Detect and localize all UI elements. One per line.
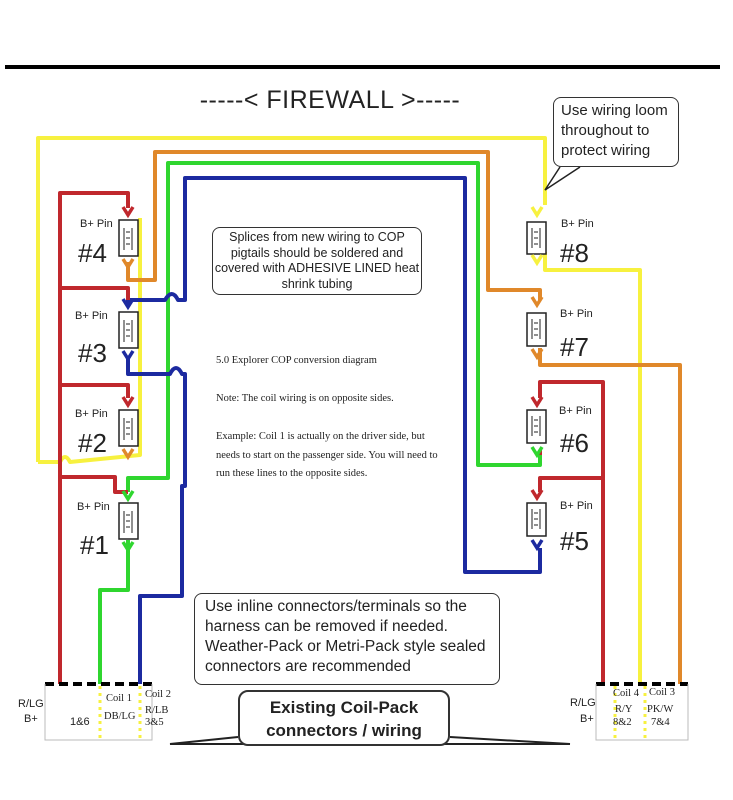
coil-6-label: #6: [560, 428, 589, 458]
coil-terminal-mark: [530, 348, 544, 361]
existing-coil-pack-label: Existing Coil-Pack connectors / wiring: [238, 690, 450, 746]
right-b-plus-label: B+: [580, 713, 594, 725]
coil-4-connector-cylinders: 8&2: [613, 717, 632, 728]
coil-4-b-plus-label: B+ Pin: [80, 218, 113, 230]
coil-terminal-mark: [530, 446, 544, 459]
coil-2-connector-color: R/LB: [145, 705, 169, 716]
coil-7-label: #7: [560, 332, 589, 362]
wire-blue: [126, 358, 187, 684]
coil-4-connector-color: R/Y: [615, 704, 633, 715]
coil-terminal-mark: [530, 296, 544, 309]
wire-red: [538, 476, 603, 492]
coil-2-connector-cylinders: 3&5: [145, 717, 164, 728]
coil-7-b-plus-label: B+ Pin: [560, 308, 593, 320]
coil-5-b-plus-label: B+ Pin: [560, 500, 593, 512]
coil-terminal-mark: [121, 541, 135, 554]
left-b-plus-label: B+: [24, 713, 38, 725]
coil-3-b-plus-label: B+ Pin: [75, 310, 108, 322]
wire-blue: [126, 176, 542, 574]
loom-callout: Use wiring loom throughout to protect wi…: [553, 97, 679, 167]
example-text: Example: Coil 1 is actually on the drive…: [216, 431, 438, 479]
coil-1-label: #1: [80, 530, 109, 560]
loom-pointer: [544, 166, 581, 191]
firewall-title: -----< FIREWALL >-----: [199, 86, 461, 114]
right-connector: [595, 682, 689, 741]
coil-terminal-mark: [530, 489, 544, 502]
note-text: Note: The coil wiring is on opposite sid…: [216, 393, 394, 404]
coil-terminal-mark: [530, 254, 544, 267]
coil-1-connector-color: DB/LG: [104, 711, 136, 722]
left-b-plus-color: R/LG: [18, 698, 44, 710]
wire-yellow: [36, 136, 547, 462]
coil-3-connector-title: Coil 3: [649, 687, 675, 698]
coil-1-connector-title: Coil 1: [106, 693, 132, 704]
coil-terminal-mark: [121, 298, 135, 311]
diagram-title: 5.0 Explorer COP conversion diagram: [216, 355, 377, 366]
splice-callout: Splices from new wiring to COP pigtails …: [212, 227, 422, 295]
coil-3-label: #3: [78, 338, 107, 368]
wire-red: [60, 383, 130, 398]
coil-terminal-mark: [530, 206, 544, 219]
left-connector: [44, 682, 153, 741]
coil-terminal-mark: [121, 350, 135, 363]
coil-4-connector-title: Coil 4: [613, 688, 639, 699]
coil-3-connector-color: PK/W: [647, 704, 674, 715]
wire-yellow: [543, 252, 642, 684]
inline-connector-callout: Use inline connectors/terminals so the h…: [194, 593, 500, 685]
coil-2-connector-title: Coil 2: [145, 689, 171, 700]
coil-terminal-mark: [530, 396, 544, 409]
wire-red: [60, 475, 128, 494]
coil-4-label: #4: [78, 238, 107, 268]
coil-8-label: #8: [560, 238, 589, 268]
wire-orange: [126, 150, 542, 300]
coil-6-b-plus-label: B+ Pin: [559, 405, 592, 417]
coil-terminal-mark: [121, 490, 135, 503]
coil-8-b-plus-label: B+ Pin: [561, 218, 594, 230]
coil-terminal-mark: [121, 396, 135, 409]
wire-red: [538, 380, 605, 684]
coil-terminal-mark: [121, 206, 135, 219]
coil-3-connector-cylinders: 7&4: [651, 717, 670, 728]
coil-2-b-plus-label: B+ Pin: [75, 408, 108, 420]
wire-orange: [538, 348, 682, 684]
coil-windings: [123, 228, 541, 533]
wire-red: [60, 286, 130, 300]
coil-1-b-plus-label: B+ Pin: [77, 501, 110, 513]
left-b-plus-cylinders: 1&6: [70, 716, 90, 728]
coil-terminal-mark: [121, 258, 135, 271]
right-b-plus-color: R/LG: [570, 697, 596, 709]
coil-terminal-mark: [530, 539, 544, 552]
wire-red: [58, 191, 130, 684]
coil-2-label: #2: [78, 428, 107, 458]
coil-terminal-mark: [121, 448, 135, 461]
wire-green: [126, 161, 542, 492]
coil-5-label: #5: [560, 526, 589, 556]
wire-green: [98, 540, 130, 684]
